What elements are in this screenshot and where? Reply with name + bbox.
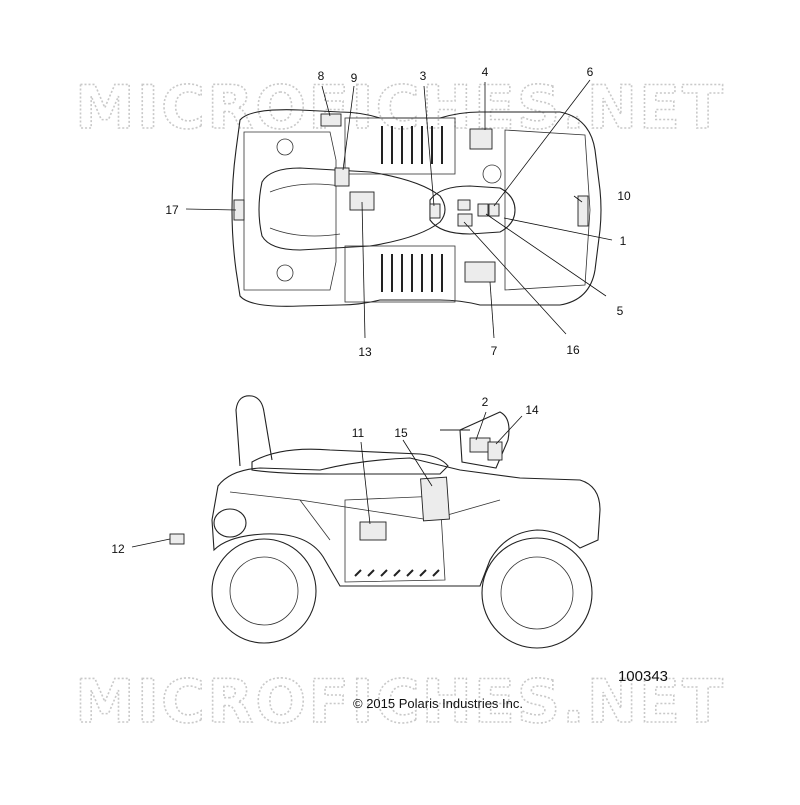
tread-marks: [381, 126, 443, 292]
rear-wheel-rim: [229, 556, 299, 626]
decal-16: [457, 213, 473, 227]
callout-labels: 8 9 3 4 6 10 1 5 16 7 13 17 2 14 11 15 1…: [111, 65, 631, 556]
footwell-left: [344, 245, 456, 303]
top-leaders: [185, 79, 613, 339]
rear-wheel: [211, 538, 317, 644]
callout-2: 2: [482, 395, 489, 409]
figure-part-number: 100343: [618, 668, 668, 685]
atv-side-view: [169, 395, 601, 649]
front-rack: [504, 129, 591, 291]
decal-14: [487, 441, 503, 461]
watermark-bottom: MICROFICHES.NET: [75, 667, 725, 737]
side-tread: [354, 569, 440, 577]
decal-1: [457, 199, 471, 211]
callout-10: 10: [617, 189, 631, 203]
front-wheel: [481, 537, 593, 649]
side-backrest: [235, 395, 273, 467]
decal-4: [469, 128, 493, 150]
callout-16: 16: [566, 343, 580, 357]
exhaust: [213, 508, 247, 538]
decal-6: [488, 203, 500, 217]
copyright-notice: © 2015 Polaris Industries Inc.: [353, 696, 523, 711]
seat-seam: [269, 183, 341, 237]
callout-17: 17: [165, 203, 179, 217]
callout-4: 4: [482, 65, 489, 79]
callout-13: 13: [358, 345, 372, 359]
decal-3: [429, 203, 441, 219]
side-seat: [251, 448, 449, 475]
callout-3: 3: [420, 69, 427, 83]
callout-15: 15: [394, 426, 408, 440]
decal-9: [334, 167, 350, 187]
callout-11: 11: [352, 426, 365, 440]
callout-6: 6: [587, 65, 594, 79]
side-footwell: [344, 495, 446, 583]
decal-12: [169, 533, 185, 545]
decal-2: [469, 437, 491, 453]
rear-hub-right: [276, 138, 294, 156]
decal-8: [320, 113, 342, 127]
atv-top-view: [231, 109, 602, 307]
rear-rack: [243, 131, 337, 291]
callout-8: 8: [318, 69, 325, 83]
watermark-top: MICROFICHES.NET: [75, 73, 725, 143]
top-console: [429, 185, 516, 235]
callout-1: 1: [620, 234, 627, 248]
callout-12: 12: [111, 542, 125, 556]
callout-14: 14: [525, 403, 539, 417]
callout-9: 9: [351, 71, 358, 85]
footwell-right: [344, 117, 456, 175]
decal-5: [477, 203, 489, 217]
callout-5: 5: [617, 304, 624, 318]
side-leaders: [131, 411, 523, 548]
decal-15: [420, 476, 450, 522]
top-body-outline: [231, 109, 602, 307]
decal-7: [464, 261, 496, 283]
side-body-outline: [211, 457, 601, 587]
decal-11: [359, 521, 387, 541]
callout-7: 7: [491, 344, 498, 358]
fuel-cap: [482, 164, 502, 184]
decal-10: [577, 195, 589, 227]
rear-hub-left: [276, 264, 294, 282]
front-wheel-rim: [500, 556, 574, 630]
